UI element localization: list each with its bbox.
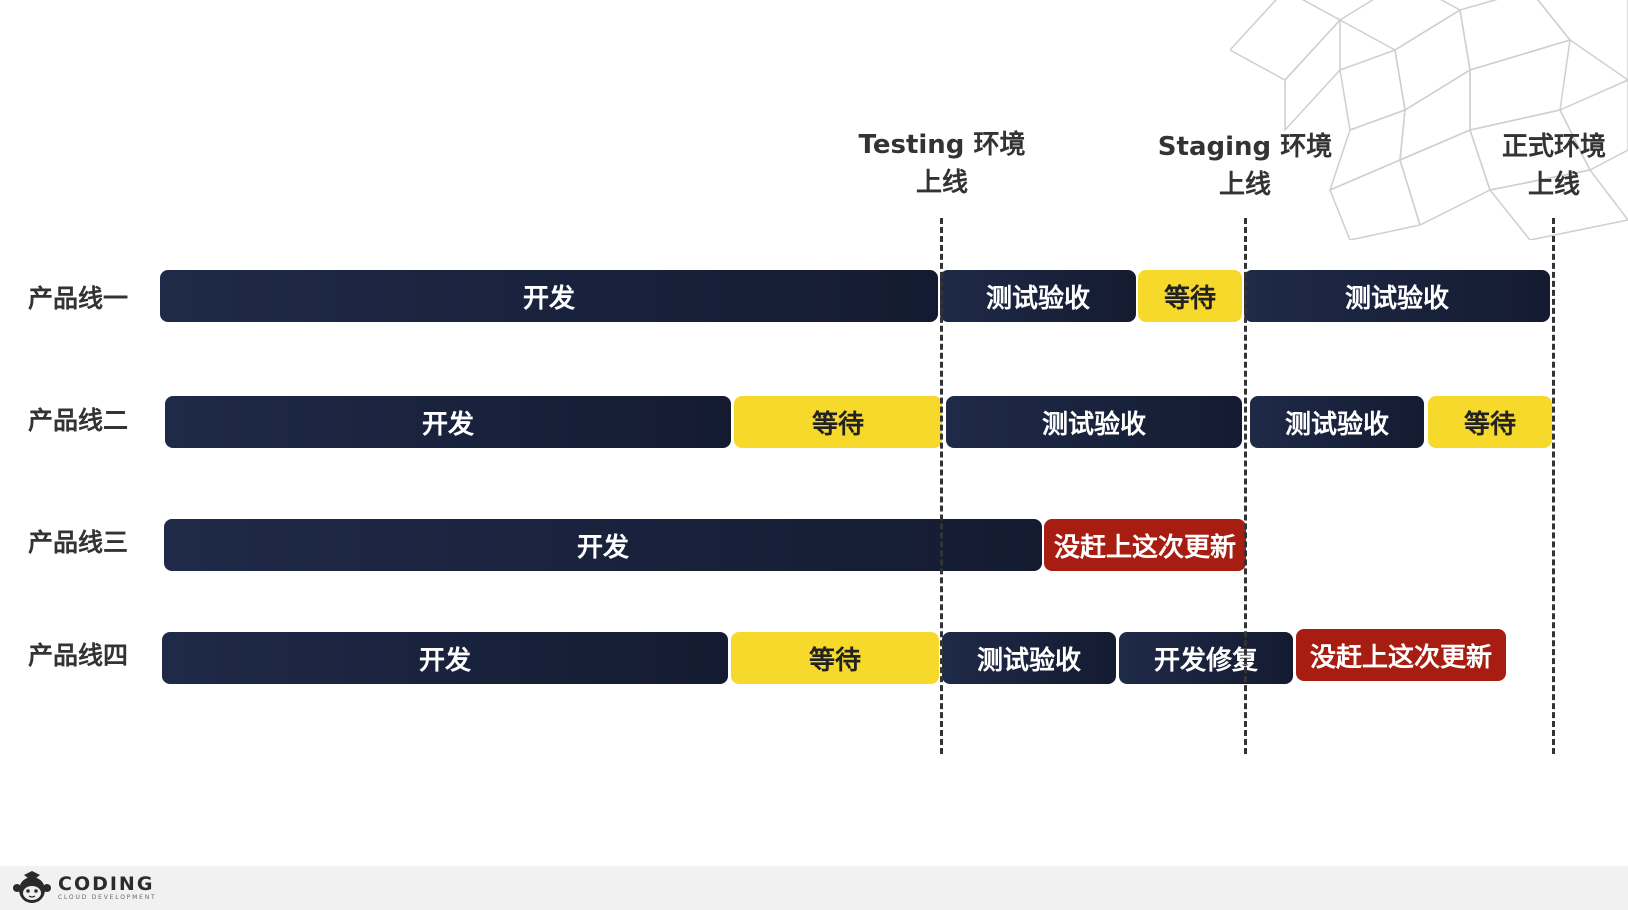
segment-testing-acceptance: 测试验收 [940, 270, 1136, 322]
milestone-staging-line1: Staging 环境 [1157, 132, 1333, 162]
logo-subtext: CLOUD DEVELOPMENT [58, 894, 157, 901]
milestone-testing-line1: Testing 环境 [858, 130, 1026, 160]
segment-missed-release: 没赶上这次更新 [1044, 519, 1246, 571]
milestone-label-staging: Staging 环境 上线 [1155, 128, 1335, 204]
segment-testing-acceptance: 测试验收 [942, 632, 1116, 684]
segment-development: 开发 [160, 270, 938, 322]
row-label-product-line-3: 产品线三 [28, 528, 129, 557]
row-label-product-line-1: 产品线一 [28, 284, 129, 313]
milestone-production-line2: 上线 [1527, 170, 1580, 200]
milestone-line-staging [1244, 218, 1247, 754]
coding-logo: CODING CLOUD DEVELOPMENT [12, 871, 156, 905]
footer-bar: CODING CLOUD DEVELOPMENT [0, 866, 1628, 910]
row-label-product-line-2: 产品线二 [28, 406, 129, 435]
segment-waiting: 等待 [1138, 270, 1242, 322]
segment-waiting: 等待 [734, 396, 942, 448]
segment-testing-acceptance: 测试验收 [946, 396, 1242, 448]
milestone-label-testing: Testing 环境 上线 [857, 126, 1027, 202]
milestone-label-production: 正式环境 上线 [1484, 128, 1624, 204]
decorative-cube-pattern [1230, 0, 1628, 240]
milestone-production-line1: 正式环境 [1501, 132, 1606, 162]
segment-development: 开发 [162, 632, 728, 684]
segment-missed-release: 没赶上这次更新 [1296, 629, 1506, 681]
segment-development: 开发 [165, 396, 731, 448]
milestone-staging-line2: 上线 [1218, 170, 1271, 200]
segment-fix-development: 开发修复 [1119, 632, 1293, 684]
segment-waiting: 等待 [731, 632, 939, 684]
row-label-product-line-4: 产品线四 [28, 641, 129, 670]
monkey-logo-icon [13, 871, 51, 903]
segment-development: 开发 [164, 519, 1042, 571]
segment-waiting: 等待 [1428, 396, 1552, 448]
milestone-line-testing [940, 218, 943, 754]
segment-testing-acceptance: 测试验收 [1244, 270, 1550, 322]
logo-text: CODING [58, 873, 155, 895]
milestone-line-production [1552, 218, 1555, 754]
milestone-testing-line2: 上线 [915, 168, 968, 198]
segment-testing-acceptance: 测试验收 [1250, 396, 1424, 448]
